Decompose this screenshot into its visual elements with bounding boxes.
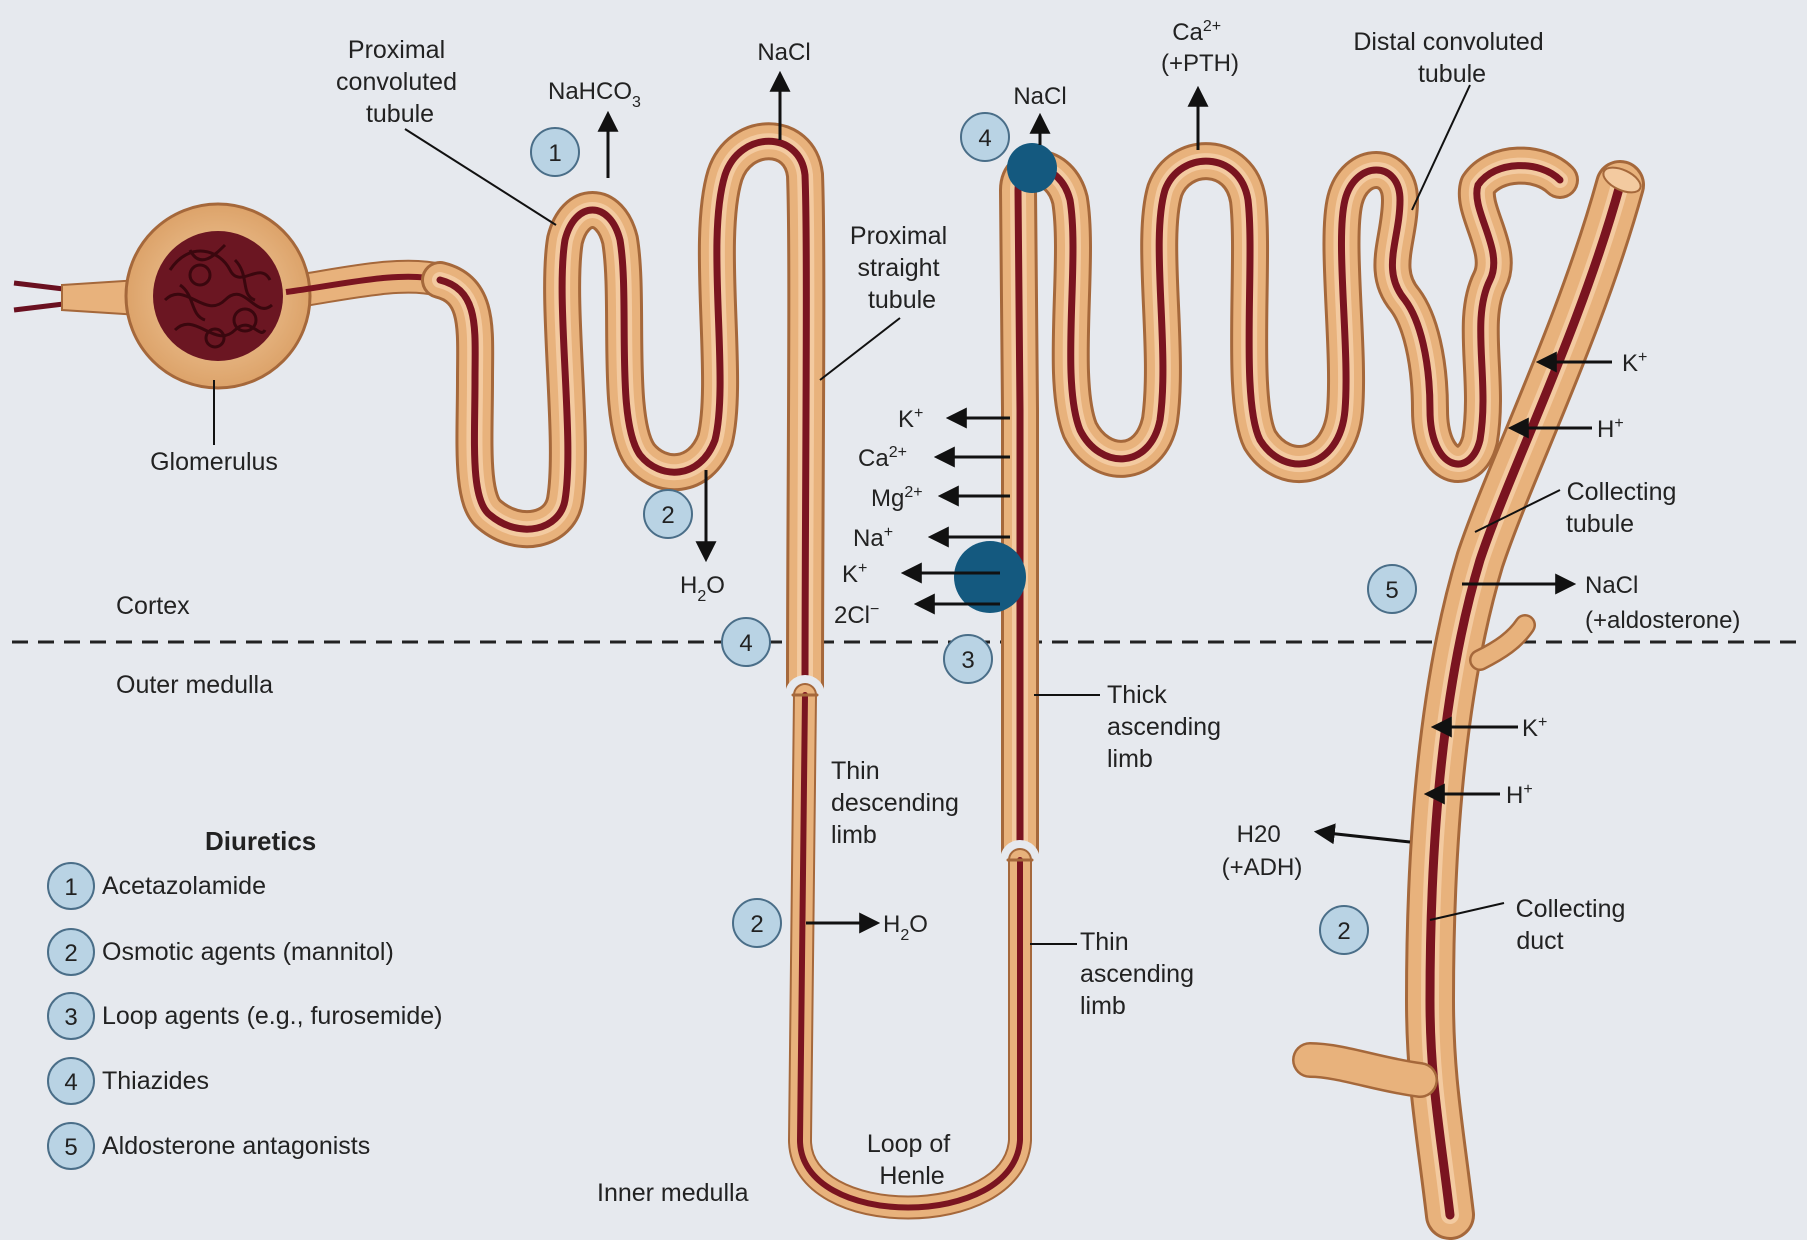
- svg-text:Osmotic agents (mannitol): Osmotic agents (mannitol): [102, 938, 394, 966]
- svg-text:5: 5: [64, 1134, 77, 1161]
- thick-ascending-label: Thick ascending limb: [1107, 681, 1228, 773]
- ion-h2o-pct: H2O: [680, 572, 725, 605]
- site-marker-ct-5: 5: [1368, 565, 1416, 613]
- diuretics-legend: Diuretics 1 Acetazolamide 2 Osmotic agen…: [48, 826, 442, 1169]
- svg-text:1: 1: [64, 874, 77, 901]
- ion-h2o-desc: H2O: [883, 911, 928, 944]
- cortex-label: Cortex: [116, 592, 190, 620]
- pst-label: Proximal straight tubule: [850, 222, 954, 314]
- legend-title: Diuretics: [205, 826, 316, 856]
- site-marker-cd-2: 2: [1320, 906, 1368, 954]
- loop-of-henle-label: Loop of Henle: [867, 1130, 957, 1190]
- site-marker-border-4: 4: [722, 618, 770, 666]
- svg-text:3: 3: [961, 647, 974, 674]
- svg-text:2: 2: [64, 940, 77, 967]
- thin-descending-label: Thin descending limb: [831, 757, 966, 849]
- svg-text:Aldosterone antagonists: Aldosterone antagonists: [102, 1132, 370, 1160]
- dct-label: Distal convoluted tubule: [1353, 28, 1550, 88]
- site-marker-pct-1: 1: [531, 128, 579, 176]
- svg-text:2: 2: [661, 502, 674, 529]
- svg-text:2: 2: [750, 911, 763, 938]
- svg-text:5: 5: [1385, 577, 1398, 604]
- svg-text:Acetazolamide: Acetazolamide: [102, 872, 266, 900]
- ion-tal-ca: Ca2+: [858, 444, 907, 472]
- ion-nahco3: NaHCO3: [548, 78, 641, 111]
- ion-tal-k1: K+: [898, 405, 923, 433]
- legend-item: 1 Acetazolamide: [48, 863, 266, 909]
- ion-ct-k: K+: [1622, 349, 1647, 377]
- site-marker-desc-2: 2: [733, 899, 781, 947]
- svg-text:2: 2: [1337, 918, 1350, 945]
- ion-cd-h: H+: [1506, 781, 1533, 809]
- ion-tal-k2: K+: [842, 560, 867, 588]
- pct-label: Proximal convoluted tubule: [336, 36, 464, 128]
- ion-cd-k: K+: [1522, 714, 1547, 742]
- svg-text:3: 3: [64, 1004, 77, 1031]
- svg-text:4: 4: [739, 630, 752, 657]
- collecting-tubule-label: Collecting tubule: [1566, 478, 1683, 538]
- ion-cd-h2o: H20 (+ADH): [1222, 821, 1303, 881]
- svg-text:Loop agents (e.g., furosemide): Loop agents (e.g., furosemide): [102, 1002, 442, 1030]
- ion-tal-mg: Mg2+: [871, 484, 923, 512]
- nkcc-transporter: [954, 541, 1026, 613]
- ion-ct-h: H+: [1597, 415, 1624, 443]
- site-marker-tal-3: 3: [944, 635, 992, 683]
- site-marker-pct-2: 2: [644, 490, 692, 538]
- svg-text:1: 1: [548, 140, 561, 167]
- svg-text:4: 4: [978, 125, 991, 152]
- thin-ascending-label: Thin ascending limb: [1080, 928, 1201, 1020]
- glomerulus-capsule: [126, 204, 440, 388]
- legend-item: 2 Osmotic agents (mannitol): [48, 929, 394, 975]
- collecting-duct-label: Collecting duct: [1516, 895, 1633, 955]
- arterioles: [14, 280, 140, 315]
- glomerulus-label: Glomerulus: [150, 448, 278, 476]
- inner-medulla-label: Inner medulla: [597, 1179, 749, 1207]
- svg-text:Thiazides: Thiazides: [102, 1067, 209, 1095]
- ion-nacl-top: NaCl: [757, 39, 810, 66]
- legend-item: 4 Thiazides: [48, 1058, 209, 1104]
- svg-text:4: 4: [64, 1069, 77, 1096]
- legend-item: 3 Loop agents (e.g., furosemide): [48, 993, 442, 1039]
- ion-ca-pth: Ca2+ (+PTH): [1161, 10, 1239, 77]
- ion-tal-na: Na+: [853, 524, 893, 552]
- ion-nacl-dct: NaCl: [1013, 83, 1066, 110]
- legend-item: 5 Aldosterone antagonists: [48, 1123, 370, 1169]
- ion-ct-nacl: NaCl (+aldosterone): [1585, 572, 1740, 634]
- ncc-transporter: [1007, 143, 1057, 193]
- ion-tal-cl: 2Cl−: [834, 601, 879, 629]
- outer-medulla-label: Outer medulla: [116, 671, 273, 699]
- site-marker-dct-4: 4: [961, 113, 1009, 161]
